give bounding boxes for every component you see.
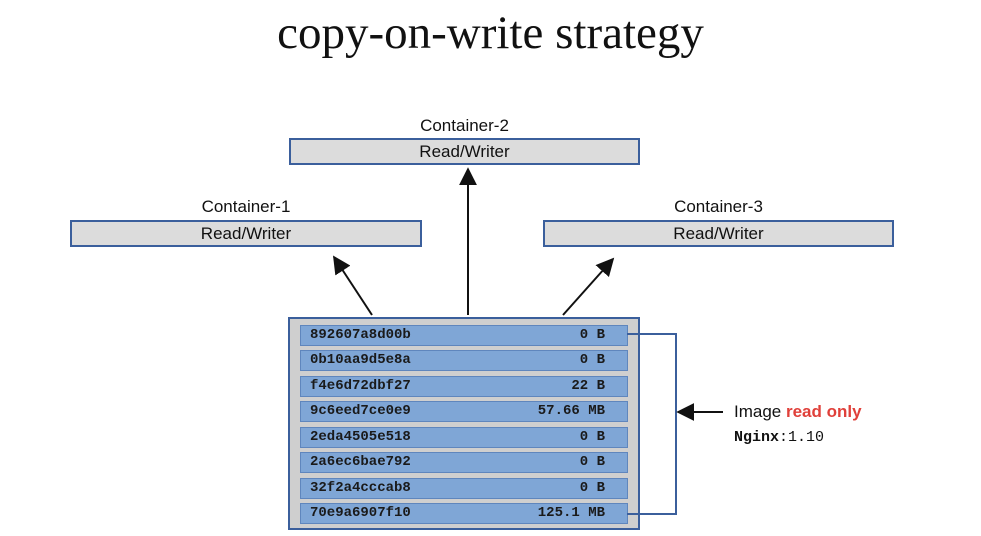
layer-size: 57.66 MB: [537, 403, 605, 419]
image-layer: 892607a8d00b 0 B: [300, 325, 628, 346]
container-3-label: Container-3: [674, 197, 763, 216]
layer-id: 70e9a6907f10: [310, 505, 411, 521]
image-tag-version: :1.10: [779, 429, 825, 446]
layer-id: 32f2a4cccab8: [310, 480, 411, 496]
arrow-to-container-1: [333, 255, 373, 316]
layer-id: 9c6eed7ce0e9: [310, 403, 411, 419]
layer-size: 0 B: [579, 454, 605, 470]
layer-size: 22 B: [571, 378, 605, 394]
image-tag-name: Nginx: [734, 429, 780, 446]
image-layer: 9c6eed7ce0e9 57.66 MB: [300, 401, 628, 422]
container-3-read-writer-box: Read/Writer: [543, 220, 894, 247]
image-bracket: [627, 333, 677, 515]
layer-size: 0 B: [579, 429, 605, 445]
image-label-prefix: Image: [734, 402, 786, 421]
layer-size: 125.1 MB: [537, 505, 605, 521]
layer-id: 2a6ec6bae792: [310, 454, 411, 470]
layer-id: 892607a8d00b: [310, 327, 411, 343]
image-read-only-label: Image read only: [734, 402, 862, 422]
image-layer: 32f2a4cccab8 0 B: [300, 478, 628, 499]
image-layer: 2eda4505e518 0 B: [300, 427, 628, 448]
container-1-label: Container-1: [201, 197, 291, 216]
layer-id: 0b10aa9d5e8a: [310, 352, 411, 368]
image-layer: f4e6d72dbf27 22 B: [300, 376, 628, 397]
container-1-read-writer-box: Read/Writer: [70, 220, 422, 247]
image-layer: 70e9a6907f10 125.1 MB: [300, 503, 628, 524]
layer-id: f4e6d72dbf27: [310, 378, 411, 394]
layer-size: 0 B: [579, 327, 605, 343]
image-layer: 2a6ec6bae792 0 B: [300, 452, 628, 473]
read-only-text: read only: [785, 402, 862, 421]
image-layer-stack: 892607a8d00b 0 B 0b10aa9d5e8a 0 B f4e6d7…: [288, 317, 640, 530]
layer-size: 0 B: [579, 480, 605, 496]
container-2-label: Container-2: [420, 116, 509, 135]
layer-size: 0 B: [579, 352, 605, 368]
image-tag-label: Nginx:1.10: [734, 429, 824, 446]
arrow-to-container-3: [562, 257, 615, 316]
diagram-title: copy-on-write strategy: [277, 7, 704, 59]
container-2-read-writer-box: Read/Writer: [289, 138, 640, 165]
layer-id: 2eda4505e518: [310, 429, 411, 445]
image-layer: 0b10aa9d5e8a 0 B: [300, 350, 628, 371]
